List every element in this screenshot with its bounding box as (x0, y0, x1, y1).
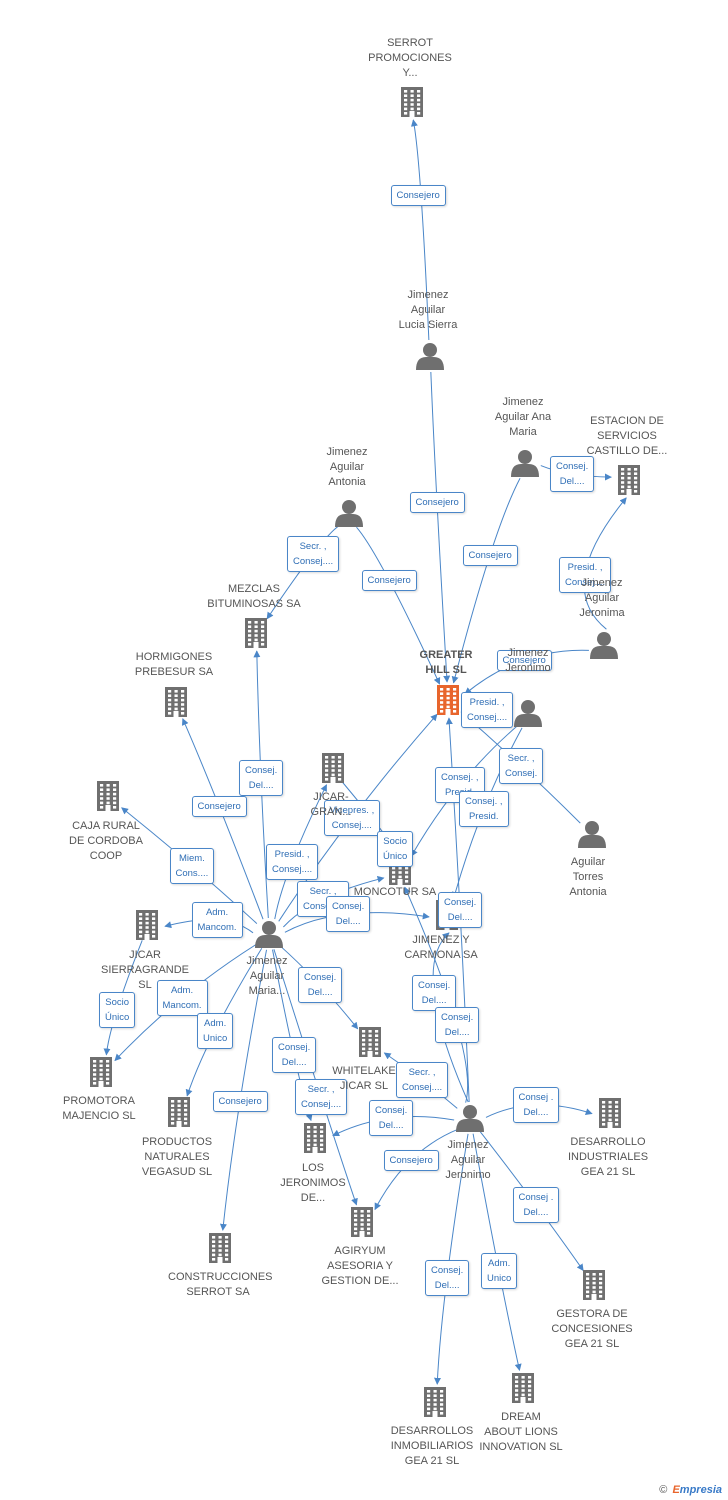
building-icon-jicar-granada[interactable] (322, 753, 344, 783)
building-icon-productos-naturales[interactable] (168, 1097, 190, 1127)
edge-label-jeronimo-main-to-agiryum[interactable]: Consejero (383, 1149, 439, 1171)
building-icon-dream-about-lions[interactable] (512, 1373, 534, 1403)
edge-label-jeronima-to-greater-hill[interactable]: Consejero (496, 649, 552, 671)
node-label-desarrollos-inmobiliarios[interactable]: DESARROLLOS INMOBILIARIOS GEA 21 SL (390, 1425, 474, 1467)
person-icon-maria-person[interactable] (255, 921, 283, 948)
edge-label-jicar-granada-to-moncotur[interactable]: Socio Único (377, 831, 414, 867)
edge-label-jeronimo-main-to-los-jeronimos[interactable]: Consej. Del.... (369, 1100, 414, 1136)
node-label-jimenez-carmona[interactable]: JIMENEZ Y CARMONA SA (404, 934, 478, 961)
building-icon-serrot-promociones[interactable] (401, 87, 423, 117)
edge-label-maria-person-to-productos-naturales[interactable]: Adm. Unico (197, 1013, 234, 1049)
person-icon-jeronima[interactable] (590, 632, 618, 659)
edge-label-jeronimo-main-to-gestora-concesiones[interactable]: Consej . Del.... (512, 1187, 560, 1223)
building-icon-agiryum[interactable] (351, 1207, 373, 1237)
edge-label-jimenez-jeronimo-top-to-jimenez-carmona[interactable]: Consej. , Presid. (459, 791, 509, 827)
person-icon-antonia[interactable] (335, 500, 363, 527)
node-label-jicar-sierragrande[interactable]: JICAR SIERRAGRANDE SL (100, 949, 190, 991)
edge-label-maria-person-to-jimenez-carmona[interactable]: Consej. Del.... (326, 896, 371, 932)
edge-label-lucia-sierra-to-greater-hill[interactable]: Consejero (409, 491, 465, 513)
edge-label-jeronimo-main-to-dream-about-lions[interactable]: Adm. Unico (481, 1253, 518, 1289)
node-label-promotora-majencio[interactable]: PROMOTORA MAJENCIO SL (62, 1095, 136, 1122)
building-icon-whitelake[interactable] (359, 1027, 381, 1057)
edge-label-maria-person-to-whitelake[interactable]: Consej. Del.... (298, 967, 343, 1003)
node-label-agiryum[interactable]: AGIRYUM ASESORIA Y GESTION DE... (321, 1245, 399, 1287)
node-label-jimenez-jeronimo-top[interactable]: Jimenez Jeronimo (505, 647, 551, 674)
edge-label-maria-person-to-caja-rural[interactable]: Miem. Cons.... (169, 848, 215, 884)
edge-label-jeronimo-main-to-whitelake[interactable]: Secr. , Consej.... (396, 1062, 449, 1098)
person-icon-lucia-sierra[interactable] (416, 343, 444, 370)
node-label-productos-naturales[interactable]: PRODUCTOS NATURALES VEGASUD SL (141, 1136, 213, 1178)
edge-label-jeronimo-main-to-desarrollos-inmobiliarios[interactable]: Consej. Del.... (425, 1260, 470, 1296)
node-label-greater-hill[interactable]: GREATER HILL SL (419, 649, 473, 676)
node-label-antonia[interactable]: Jimenez Aguilar Antonia (326, 446, 368, 488)
person-icon-jeronimo-main[interactable] (456, 1105, 484, 1132)
copyright-symbol: © (659, 1484, 668, 1496)
node-label-hormigones-prebesur[interactable]: HORMIGONES PREBESUR SA (134, 651, 214, 678)
edge-label-maria-person-to-jicar-sierragrande[interactable]: Adm. Mancom. (191, 902, 243, 938)
person-icon-jimenez-jeronimo-top[interactable] (514, 700, 542, 727)
node-label-ana-maria[interactable]: Jimenez Aguilar Ana Maria (494, 396, 552, 438)
edge-label-jeronimo-main-to-jimenez-carmona[interactable]: Consej. Del.... (412, 975, 457, 1011)
person-icon-ana-maria[interactable] (511, 450, 539, 477)
building-icon-mezclas-bituminosas[interactable] (245, 618, 267, 648)
node-label-whitelake[interactable]: WHITELAKE JICAR SL (332, 1065, 396, 1092)
building-icon-promotora-majencio[interactable] (90, 1057, 112, 1087)
building-icon-desarrollo-industriales[interactable] (599, 1098, 621, 1128)
building-icon-hormigones-prebesur[interactable] (165, 687, 187, 717)
edge-label-jeronima-to-estacion-servicios[interactable]: Presid. , Consej.... (559, 557, 612, 593)
edge-label-maria-person-to-hormigones-prebesur[interactable]: Consejero (191, 795, 247, 817)
edge-label-maria-person-to-construcciones-serrot[interactable]: Consejero (212, 1090, 268, 1112)
node-label-maria-person[interactable]: Jimenez Aguilar Maria... (246, 955, 288, 997)
edge-label-antonia-to-mezclas-bituminosas[interactable]: Secr. , Consej.... (287, 536, 340, 572)
building-icon-estacion-servicios[interactable] (618, 465, 640, 495)
edge-label-jeronimo-main-to-moncotur[interactable]: Consej. Del.... (435, 1007, 480, 1043)
node-label-jeronimo-main[interactable]: Jimenez Aguilar Jeronimo (445, 1139, 491, 1181)
building-icon-caja-rural[interactable] (97, 781, 119, 811)
edge-label-maria-person-to-jicar-granada[interactable]: Presid. , Consej.... (266, 844, 319, 880)
node-label-moncotur[interactable]: MONCOTUR SA (353, 886, 437, 898)
node-label-gestora-concesiones[interactable]: GESTORA DE CONCESIONES GEA 21 SL (551, 1308, 633, 1350)
building-icon-gestora-concesiones[interactable] (583, 1270, 605, 1300)
node-label-estacion-servicios[interactable]: ESTACION DE SERVICIOS CASTILLO DE... (586, 415, 668, 457)
node-label-jeronima[interactable]: Jimenez Aguilar Jeronima (579, 577, 625, 619)
building-icon-construcciones-serrot[interactable] (209, 1233, 231, 1263)
node-label-caja-rural[interactable]: CAJA RURAL DE CORDOBA COOP (69, 820, 143, 862)
edge-label-maria-person-to-greater-hill[interactable]: Vicepres. , Consej.... (323, 800, 381, 836)
node-label-mezclas-bituminosas[interactable]: MEZCLAS BITUMINOSAS SA (207, 583, 301, 610)
node-label-aguilar-torres-antonia[interactable]: Aguilar Torres Antonia (569, 856, 607, 898)
node-label-los-jeronimos[interactable]: LOS JERONIMOS DE... (280, 1162, 346, 1204)
edge-label-antonia-to-greater-hill[interactable]: Consejero (361, 569, 417, 591)
footer-brand[interactable]: © Empresia (659, 1484, 722, 1496)
edge-label-maria-person-to-agiryum[interactable]: Secr. , Consej.... (295, 1079, 348, 1115)
node-label-lucia-sierra[interactable]: Jimenez Aguilar Lucia Sierra (398, 289, 458, 331)
node-label-serrot-promociones[interactable]: SERROT PROMOCIONES Y... (368, 37, 452, 79)
edge-label-jicar-sierragrande-to-promotora-majencio[interactable]: Socio Único (99, 992, 136, 1028)
building-icon-los-jeronimos[interactable] (304, 1123, 326, 1153)
edge-line-lucia-sierra-to-greater-hill (430, 371, 451, 683)
node-label-dream-about-lions[interactable]: DREAM ABOUT LIONS INNOVATION SL (479, 1411, 563, 1453)
node-label-desarrollo-industriales[interactable]: DESARROLLO INDUSTRIALES GEA 21 SL (567, 1136, 649, 1178)
building-icon-jicar-sierragrande[interactable] (136, 910, 158, 940)
edge-label-ana-maria-to-greater-hill[interactable]: Consejero (462, 544, 518, 566)
edge-label-maria-person-to-promotora-majencio[interactable]: Adm. Mancom. (156, 980, 208, 1016)
edge-label-maria-person-to-mezclas-bituminosas[interactable]: Consej. Del.... (239, 760, 284, 796)
building-icon-desarrollos-inmobiliarios[interactable] (424, 1387, 446, 1417)
edge-label-jeronimo-main-to-desarrollo-industriales[interactable]: Consej . Del.... (512, 1087, 560, 1123)
edge-label-ana-maria-to-estacion-servicios[interactable]: Consej. Del.... (550, 456, 595, 492)
edge-label-lucia-sierra-to-serrot-promociones[interactable]: Consejero (390, 184, 446, 206)
edge-label-maria-person-to-los-jeronimos[interactable]: Consej. Del.... (272, 1037, 317, 1073)
edge-label-aguilar-torres-antonia-to-greater-hill[interactable]: Secr. , Consej. (499, 748, 544, 784)
brand-logo: Empresia (672, 1484, 722, 1496)
edge-line-maria-person-to-hormigones-prebesur (182, 718, 264, 920)
building-icon-greater-hill[interactable] (437, 685, 459, 715)
edge-label-jeronimo-main-to-greater-hill[interactable]: Consej. Del.... (438, 892, 483, 928)
node-label-jicar-granada[interactable]: JICAR- GRAN... (310, 791, 352, 818)
person-icon-aguilar-torres-antonia[interactable] (578, 821, 606, 848)
node-label-construcciones-serrot[interactable]: CONSTRUCCIONES SERROT SA (168, 1271, 273, 1298)
edge-label-jimenez-jeronimo-top-to-greater-hill[interactable]: Presid. , Consej.... (461, 692, 514, 728)
